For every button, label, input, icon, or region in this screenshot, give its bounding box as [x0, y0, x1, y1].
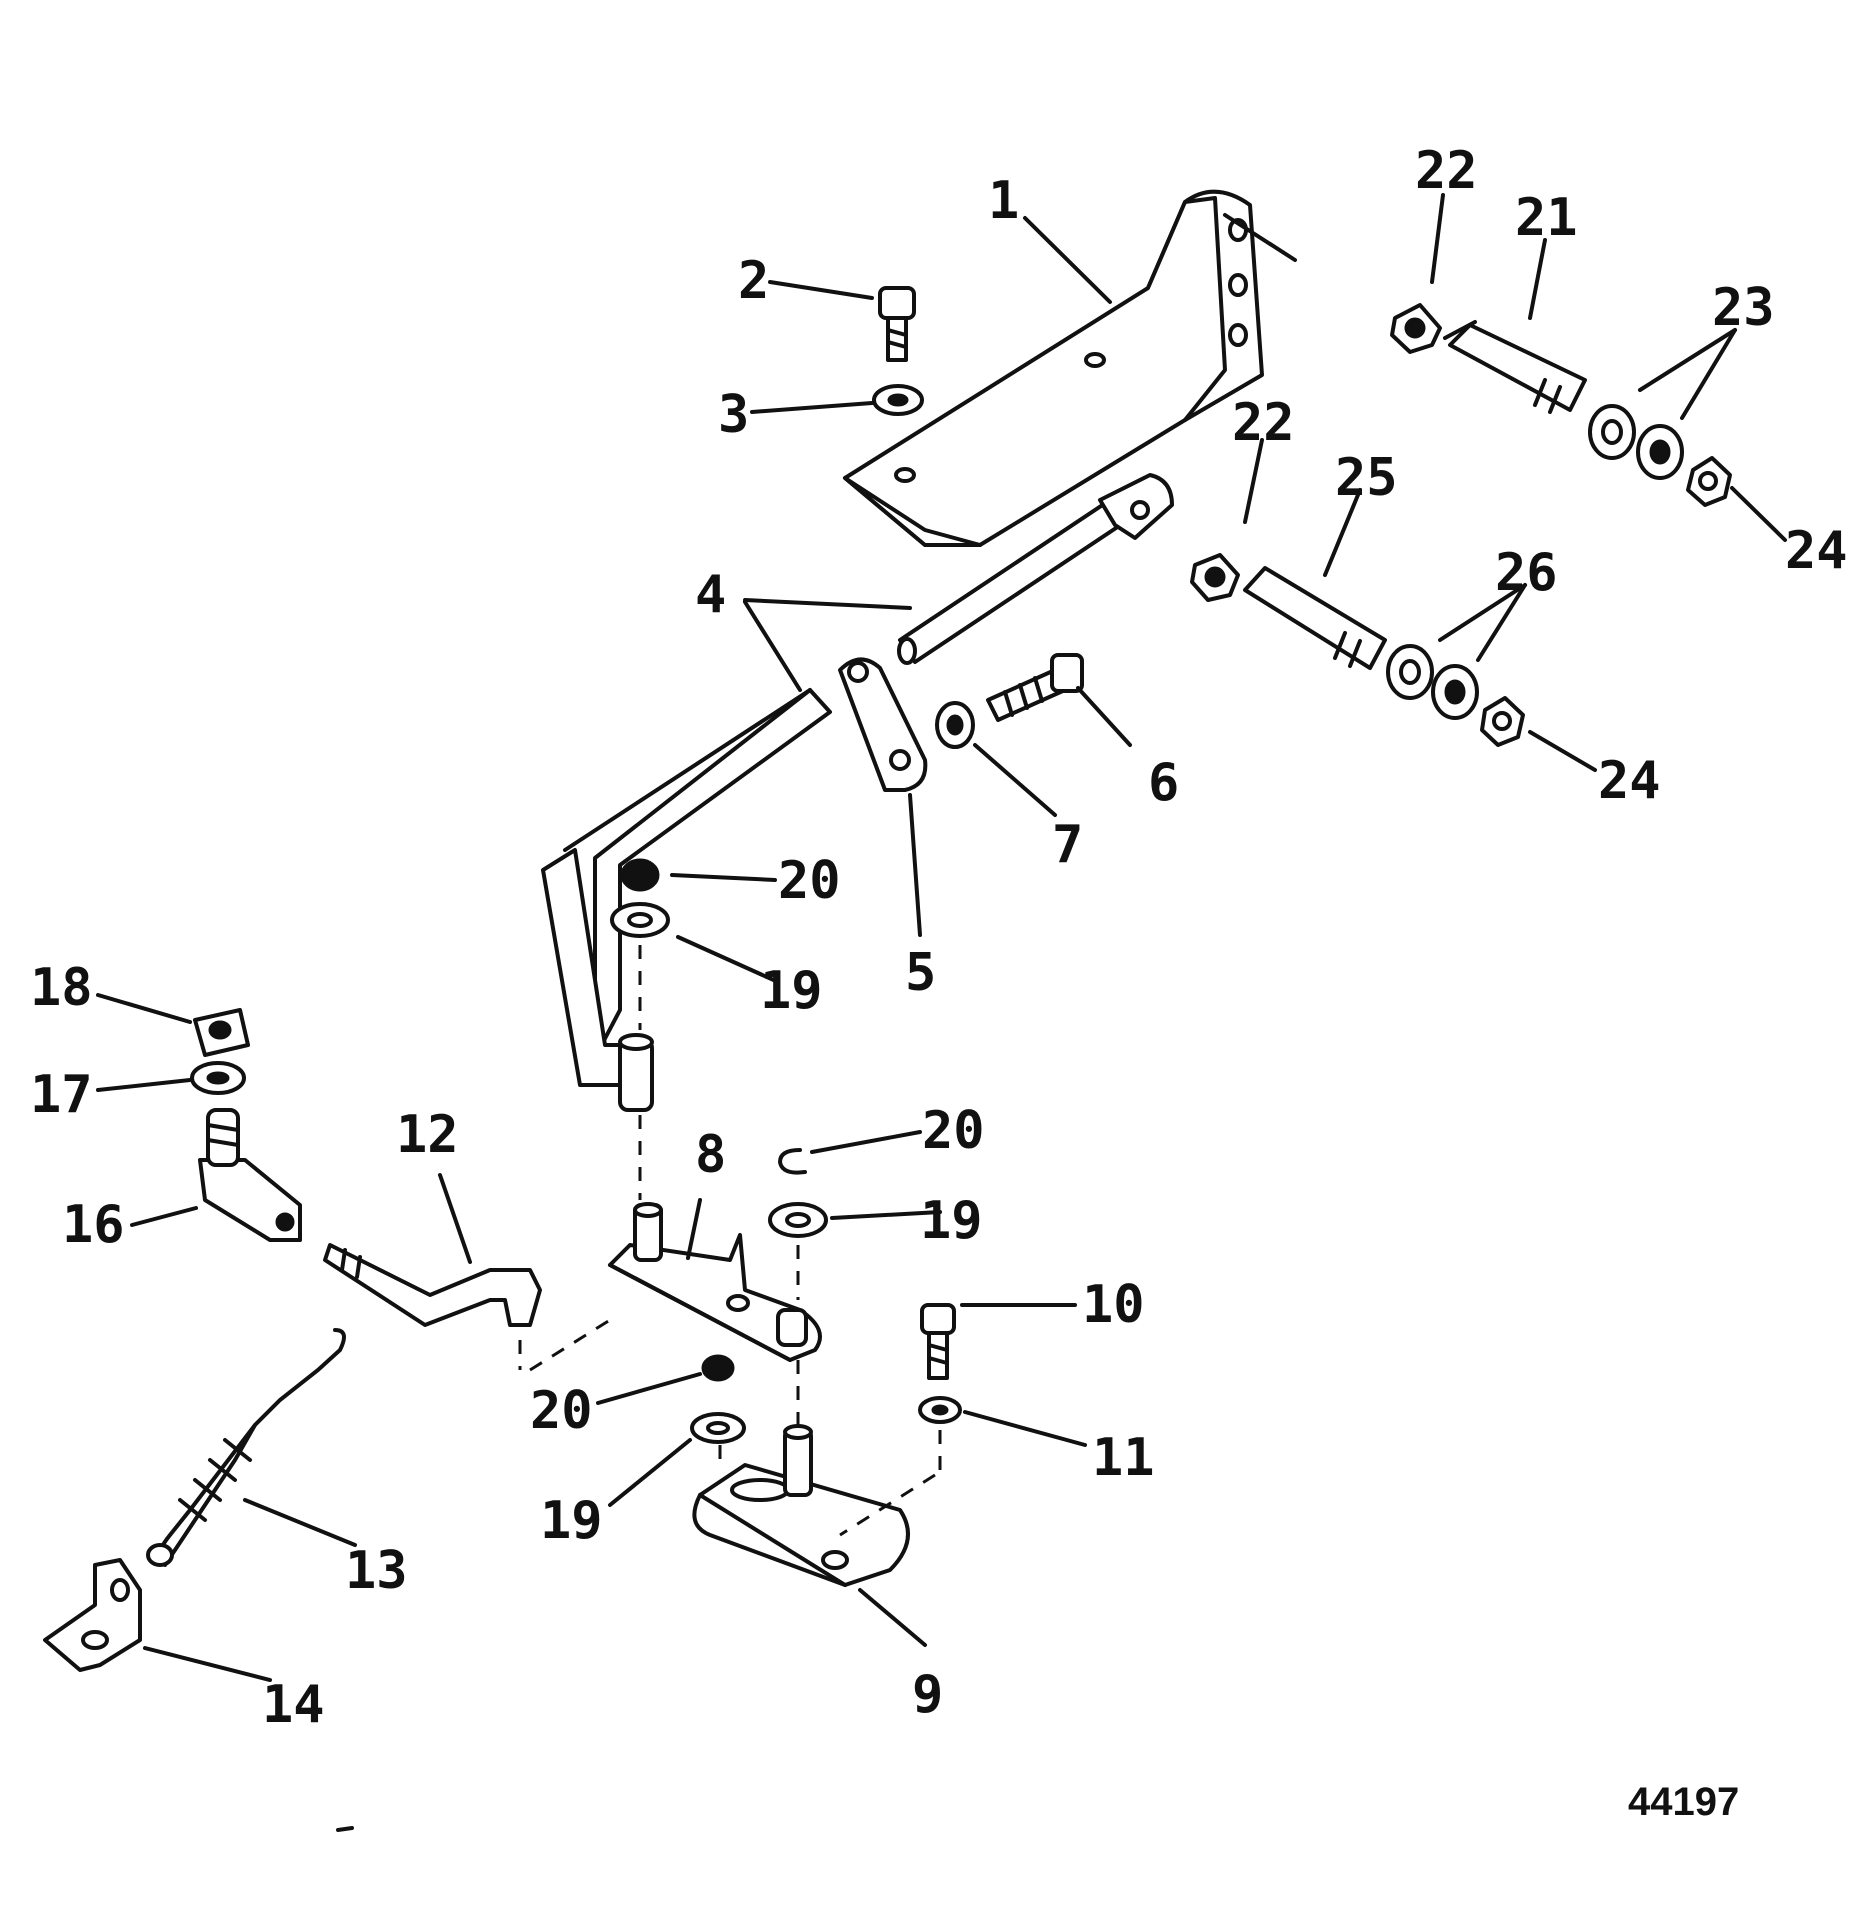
callout-10: 10: [1082, 1275, 1145, 1335]
callout-6: 6: [1148, 753, 1179, 813]
callout-21: 21: [1515, 188, 1578, 248]
part-20-clip-c: [701, 1354, 735, 1382]
callout-1: 1: [988, 171, 1019, 231]
part-19-washer-a: [610, 902, 670, 938]
part-1-bracket: [843, 189, 1297, 547]
callout-22a: 22: [1415, 141, 1478, 201]
part-19-washer-b: [768, 1202, 828, 1238]
part-22-nut-upper: [1390, 303, 1442, 354]
callout-25: 25: [1335, 448, 1398, 508]
callout-12: 12: [396, 1105, 459, 1165]
assembly-lines: [518, 945, 942, 1537]
callout-18: 18: [30, 958, 93, 1018]
part-22-nut-lower: [1190, 553, 1240, 602]
part-7-nut: [935, 701, 975, 749]
callout-19c: 19: [540, 1491, 603, 1551]
callout-8: 8: [695, 1125, 726, 1185]
callout-16: 16: [62, 1195, 125, 1255]
callout-22b: 22: [1232, 393, 1295, 453]
part-2-bolt: [878, 286, 916, 362]
callout-9: 9: [912, 1665, 943, 1725]
part-11-washer: [918, 1396, 962, 1424]
callout-24b: 24: [1598, 751, 1661, 811]
stray-mark: [336, 1826, 354, 1832]
reference-number: 44197: [1628, 1780, 1739, 1824]
part-8-lever: [608, 1202, 822, 1362]
callout-20b: 20: [922, 1101, 985, 1161]
part-23-washer-2: [1636, 424, 1684, 480]
callout-5: 5: [905, 943, 936, 1003]
part-16-swivel: [198, 1108, 302, 1242]
part-6-screw: [986, 653, 1084, 722]
part-3-washer: [872, 384, 924, 416]
part-18-nut: [193, 1008, 250, 1057]
part-10-bolt: [920, 1303, 956, 1380]
callout-26: 26: [1495, 543, 1558, 603]
callout-14: 14: [262, 1675, 325, 1735]
callout-17: 17: [30, 1065, 93, 1125]
callout-19a: 19: [760, 961, 823, 1021]
callout-23: 23: [1712, 278, 1775, 338]
part-20-clip-a: [620, 858, 660, 892]
part-20-clip-b: [777, 1148, 807, 1175]
part-9-plate: [692, 1424, 910, 1587]
part-14-bracket: [43, 1558, 142, 1672]
callout-labels: 1 2 3 4 5 6 7 8 9 10 11 12 13 14 16 17 1…: [30, 141, 1848, 1735]
callout-4: 4: [695, 565, 726, 625]
callout-11: 11: [1092, 1428, 1155, 1488]
callout-7: 7: [1052, 815, 1083, 875]
part-26-washer-2: [1431, 664, 1479, 720]
part-17-washer: [190, 1061, 246, 1095]
callout-3: 3: [718, 385, 749, 445]
part-21-stud: [1443, 320, 1587, 414]
callout-2: 2: [738, 251, 769, 311]
part-5-link: [838, 657, 928, 792]
part-13-spring: [146, 1328, 346, 1567]
callout-19b: 19: [920, 1191, 983, 1251]
part-23-washer-1: [1588, 404, 1636, 460]
callout-20c: 20: [530, 1381, 593, 1441]
part-4-rod-upper: [897, 473, 1174, 665]
part-24-nut-lower: [1480, 696, 1525, 747]
part-25-stud: [1243, 566, 1387, 670]
callout-leaders: [96, 193, 1787, 1682]
part-24-nut-upper: [1686, 456, 1732, 507]
callout-20a: 20: [778, 851, 841, 911]
part-12-rod: [323, 1243, 542, 1327]
part-4-rod-lower: [541, 688, 832, 1112]
callout-24a: 24: [1785, 521, 1848, 581]
callout-13: 13: [345, 1541, 408, 1601]
part-26-washer-1: [1386, 644, 1434, 700]
part-19-washer-c: [690, 1412, 746, 1444]
